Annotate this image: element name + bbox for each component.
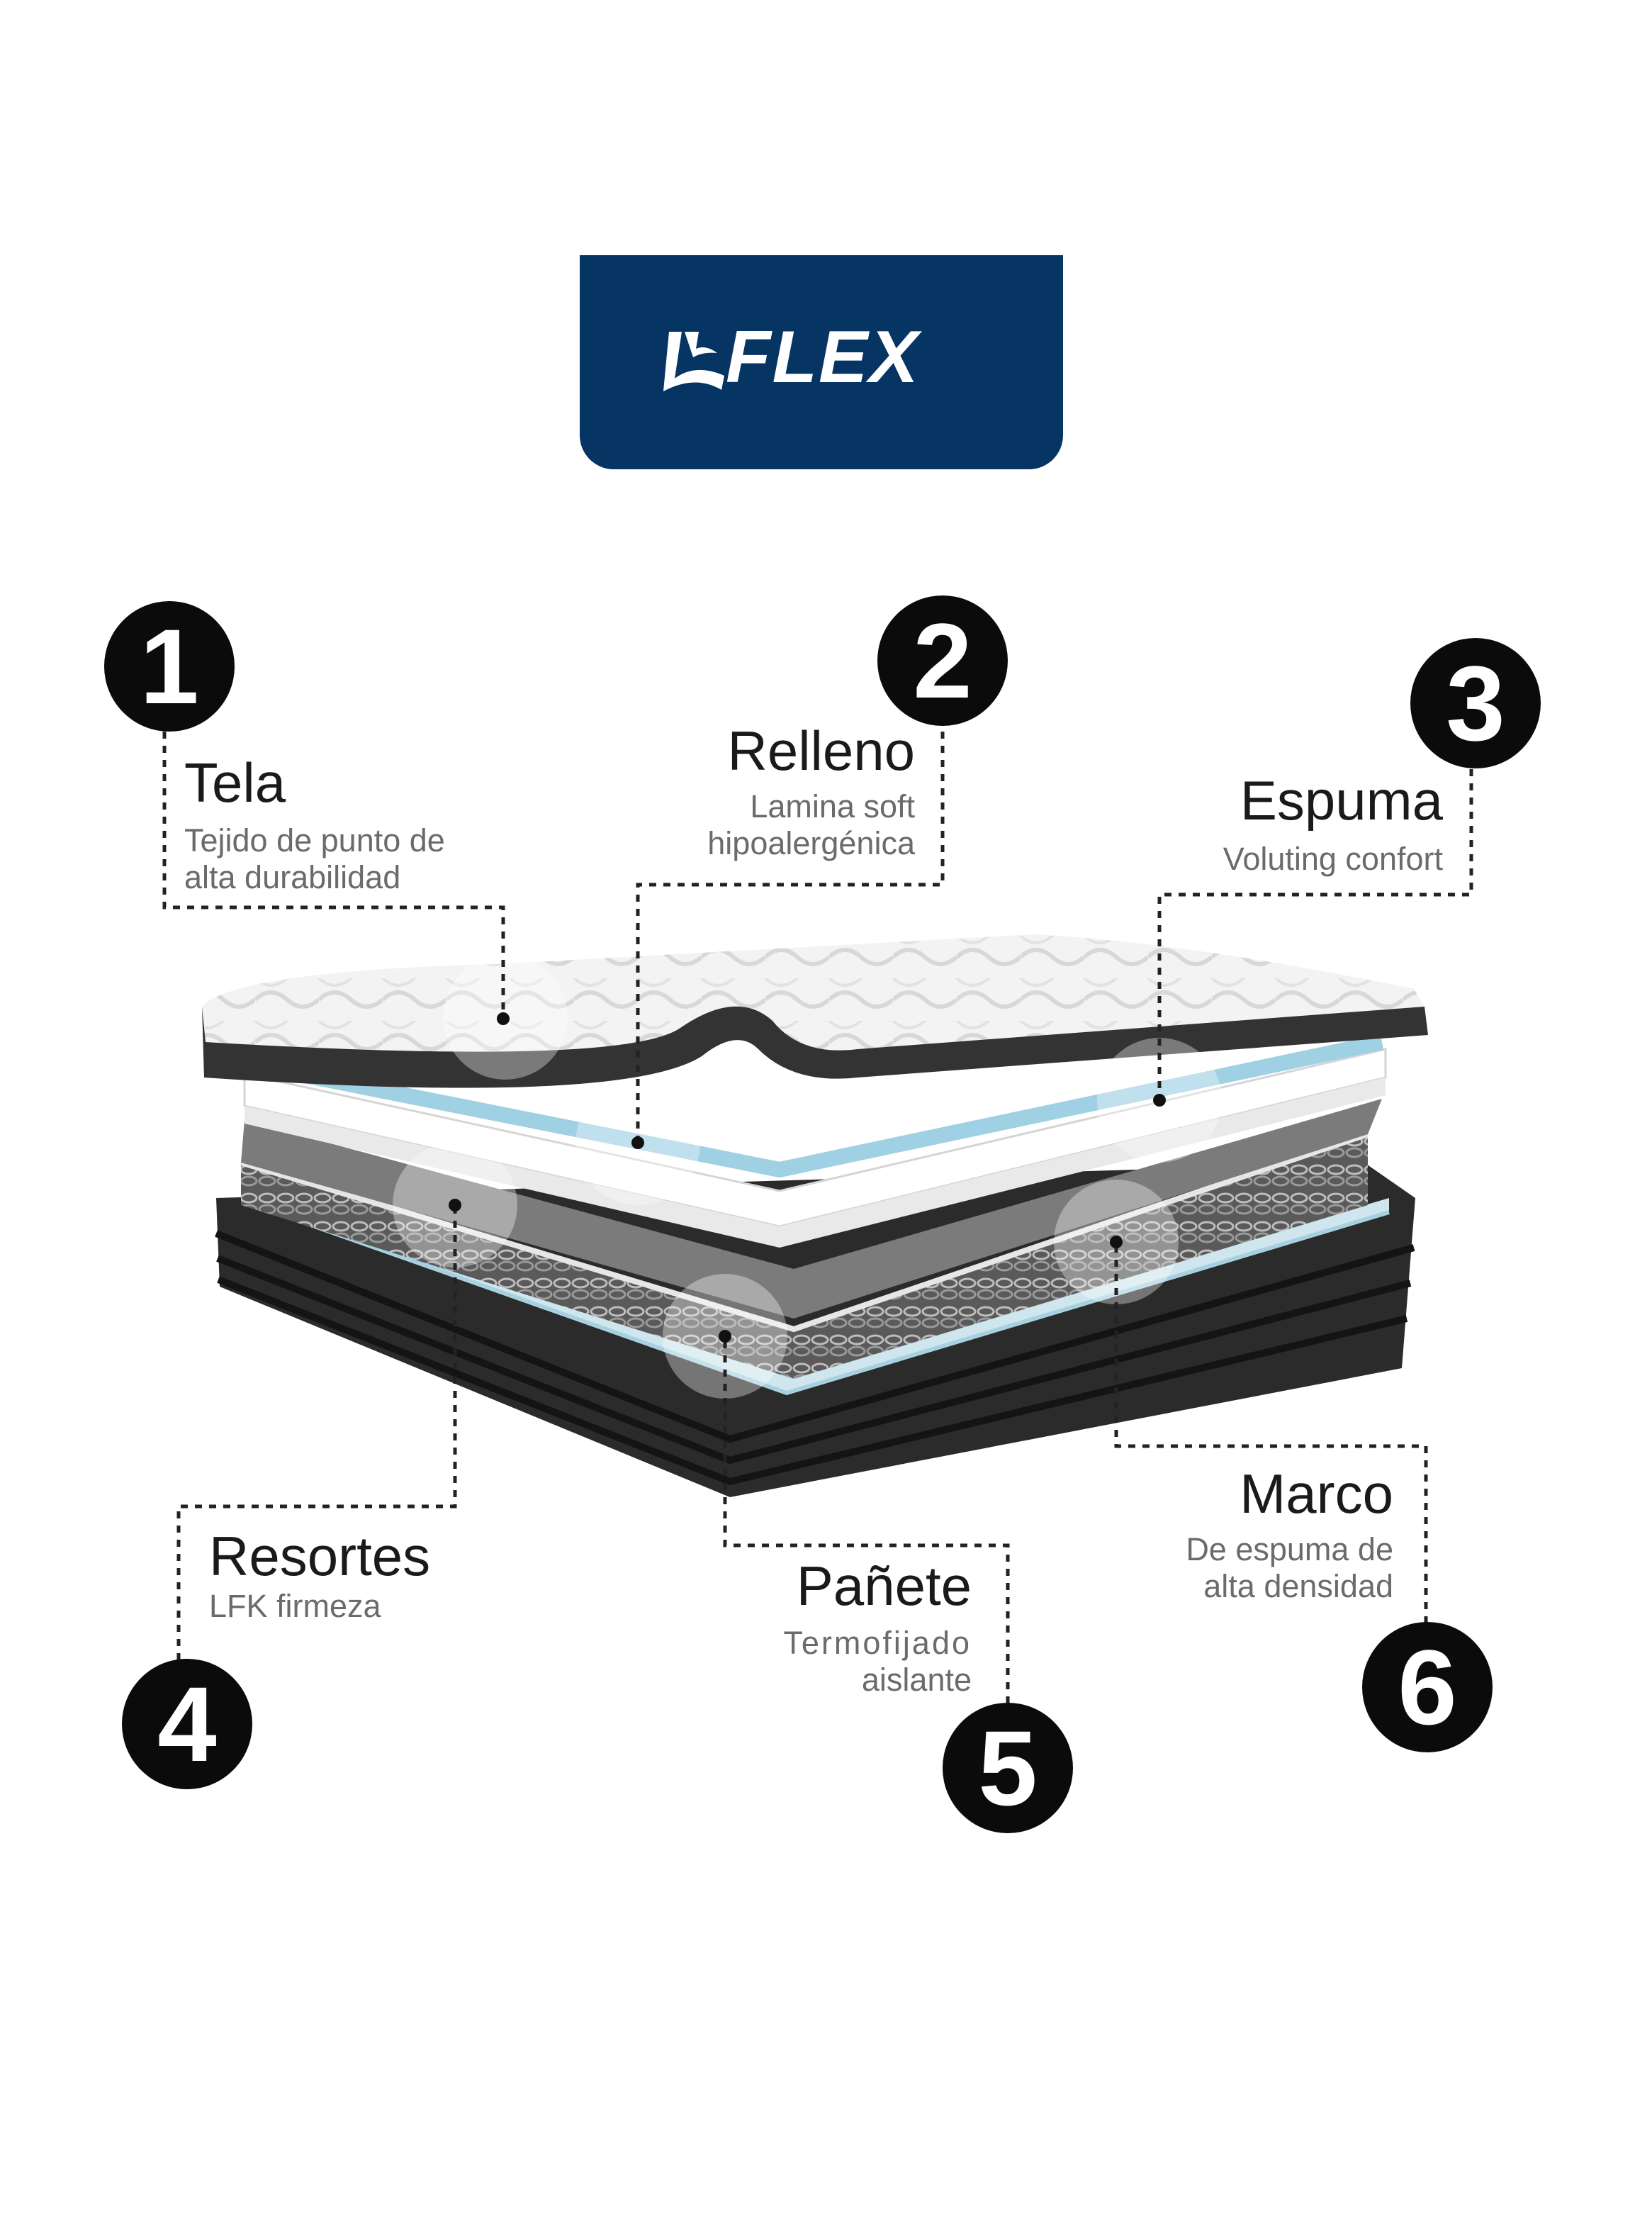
callout-3-badge: 3 [1410,638,1541,768]
brand-name: FLEX [726,316,920,398]
callout-1-description-line1: Tejido de punto de [184,822,445,858]
callout-2-badge: 2 [877,595,1008,726]
mattress-springs-layer [240,1099,1382,1379]
callout-6-badge: 6 [1362,1622,1493,1752]
brand-logo: FLEX [580,255,1063,469]
callout-3-title: Espuma [1240,769,1443,832]
callout-4-badge: 4 [122,1659,252,1789]
callout-2-title: Relleno [727,720,915,782]
callout-4-description-line1: LFK firmeza [209,1588,381,1624]
callout-1-description-line2: alta durabilidad [184,859,401,895]
callout-4-title: Resortes [209,1525,431,1587]
leader-dots [449,1012,1166,1343]
callout-2-description-line2: hipoalergénica [707,825,915,861]
callout-1-title: Tela [184,751,286,814]
callout-5-badge: 5 [943,1703,1073,1833]
leader-lines [162,689,1473,1703]
callout-2-description-line1: Lamina soft [750,788,915,824]
callout-3-description-line1: Voluting confort [1223,841,1443,877]
callout-1-badge: 1 [104,601,235,732]
flex-wave-icon [663,332,724,391]
callout-6-description-line2: alta densidad [1203,1568,1393,1604]
callout-6-title: Marco [1240,1462,1393,1525]
callout-5-description-line1: Termofijado [783,1625,972,1661]
callout-5-title: Pañete [796,1555,972,1617]
callout-6-description-line1: De espuma de [1186,1531,1393,1567]
callout-5-description-line2: aislante [861,1662,972,1698]
mattress-insulator-layer [244,1184,1390,1396]
mattress-foam-layer [242,1034,1387,1248]
